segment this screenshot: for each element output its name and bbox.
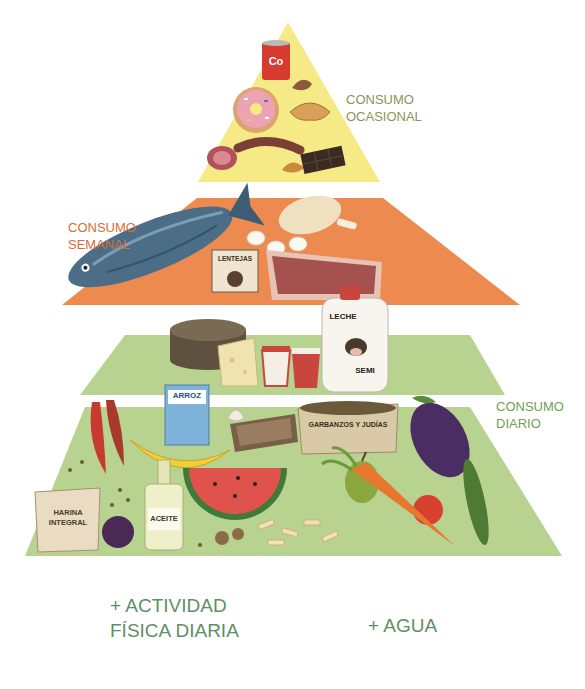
- banana: [130, 440, 230, 468]
- dairy-tier: [80, 335, 505, 395]
- croissant: [290, 103, 330, 120]
- chickpea-sack: [298, 401, 398, 454]
- pea-pod: [458, 457, 494, 547]
- pasta: [258, 519, 339, 545]
- can-label: Co: [263, 54, 289, 68]
- fish: [59, 181, 265, 303]
- package-label: HARINA INTEGRAL: [40, 508, 96, 528]
- oil-bottle: [145, 460, 183, 550]
- small-croissant: [282, 162, 304, 172]
- seeds: [68, 460, 202, 547]
- tomato: [413, 495, 443, 525]
- walnuts: [215, 528, 244, 545]
- milk-jug: [322, 286, 388, 392]
- anchovy: [292, 80, 312, 90]
- package-label: SEMI: [348, 366, 382, 376]
- rice-box: [165, 385, 209, 445]
- chili-peppers: [91, 400, 124, 474]
- tier-label: CONSUMO OCASIONAL: [346, 92, 438, 126]
- steak: [266, 250, 382, 300]
- watermelon: [183, 468, 287, 520]
- soda-can: [262, 40, 290, 80]
- donut: [233, 87, 279, 133]
- bread-slice: [230, 414, 298, 452]
- package-label: ARROZ: [168, 391, 206, 401]
- sausage: [238, 141, 300, 150]
- cheese-wedge: [218, 338, 258, 386]
- yogurts: [262, 346, 320, 388]
- package-label: LECHE: [325, 312, 361, 322]
- package-label: LENTEJAS: [213, 255, 257, 263]
- package-label: GARBANZOS Y JUDÍAS: [303, 420, 393, 429]
- tier-label: CONSUMO DIARIO: [496, 399, 570, 433]
- carrot: [322, 448, 455, 546]
- flour-bag: [35, 488, 100, 552]
- footer-note: + AGUA: [368, 614, 478, 639]
- garlic: [228, 410, 244, 421]
- lentil-box: [212, 250, 258, 292]
- footer-note: + ACTIVIDAD FÍSICA DIARIA: [110, 594, 288, 643]
- plum: [102, 516, 134, 548]
- ham: [207, 146, 237, 170]
- tier-label: CONSUMO SEMANAL: [68, 220, 144, 254]
- chocolate-bar: [300, 146, 345, 174]
- package-label: ACEITE: [147, 514, 181, 524]
- daily-tier: [25, 407, 562, 556]
- chicken-leg: [274, 189, 357, 240]
